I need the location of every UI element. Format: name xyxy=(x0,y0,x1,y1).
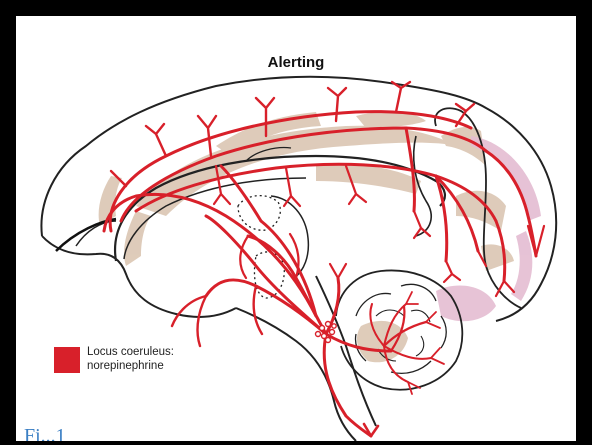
figure-panel: Alerting xyxy=(16,16,576,441)
figure-caption-fragment: Fi...1 xyxy=(24,426,66,441)
cortex-pink-shading xyxy=(436,136,541,321)
legend-swatch xyxy=(54,347,80,373)
cortex-shading xyxy=(99,112,514,363)
legend-label: Locus coeruleus: norepinephrine xyxy=(87,345,174,373)
legend-line-2: norepinephrine xyxy=(87,359,174,373)
brain-sagittal-diagram xyxy=(16,16,576,441)
legend-line-1: Locus coeruleus: xyxy=(87,345,174,359)
